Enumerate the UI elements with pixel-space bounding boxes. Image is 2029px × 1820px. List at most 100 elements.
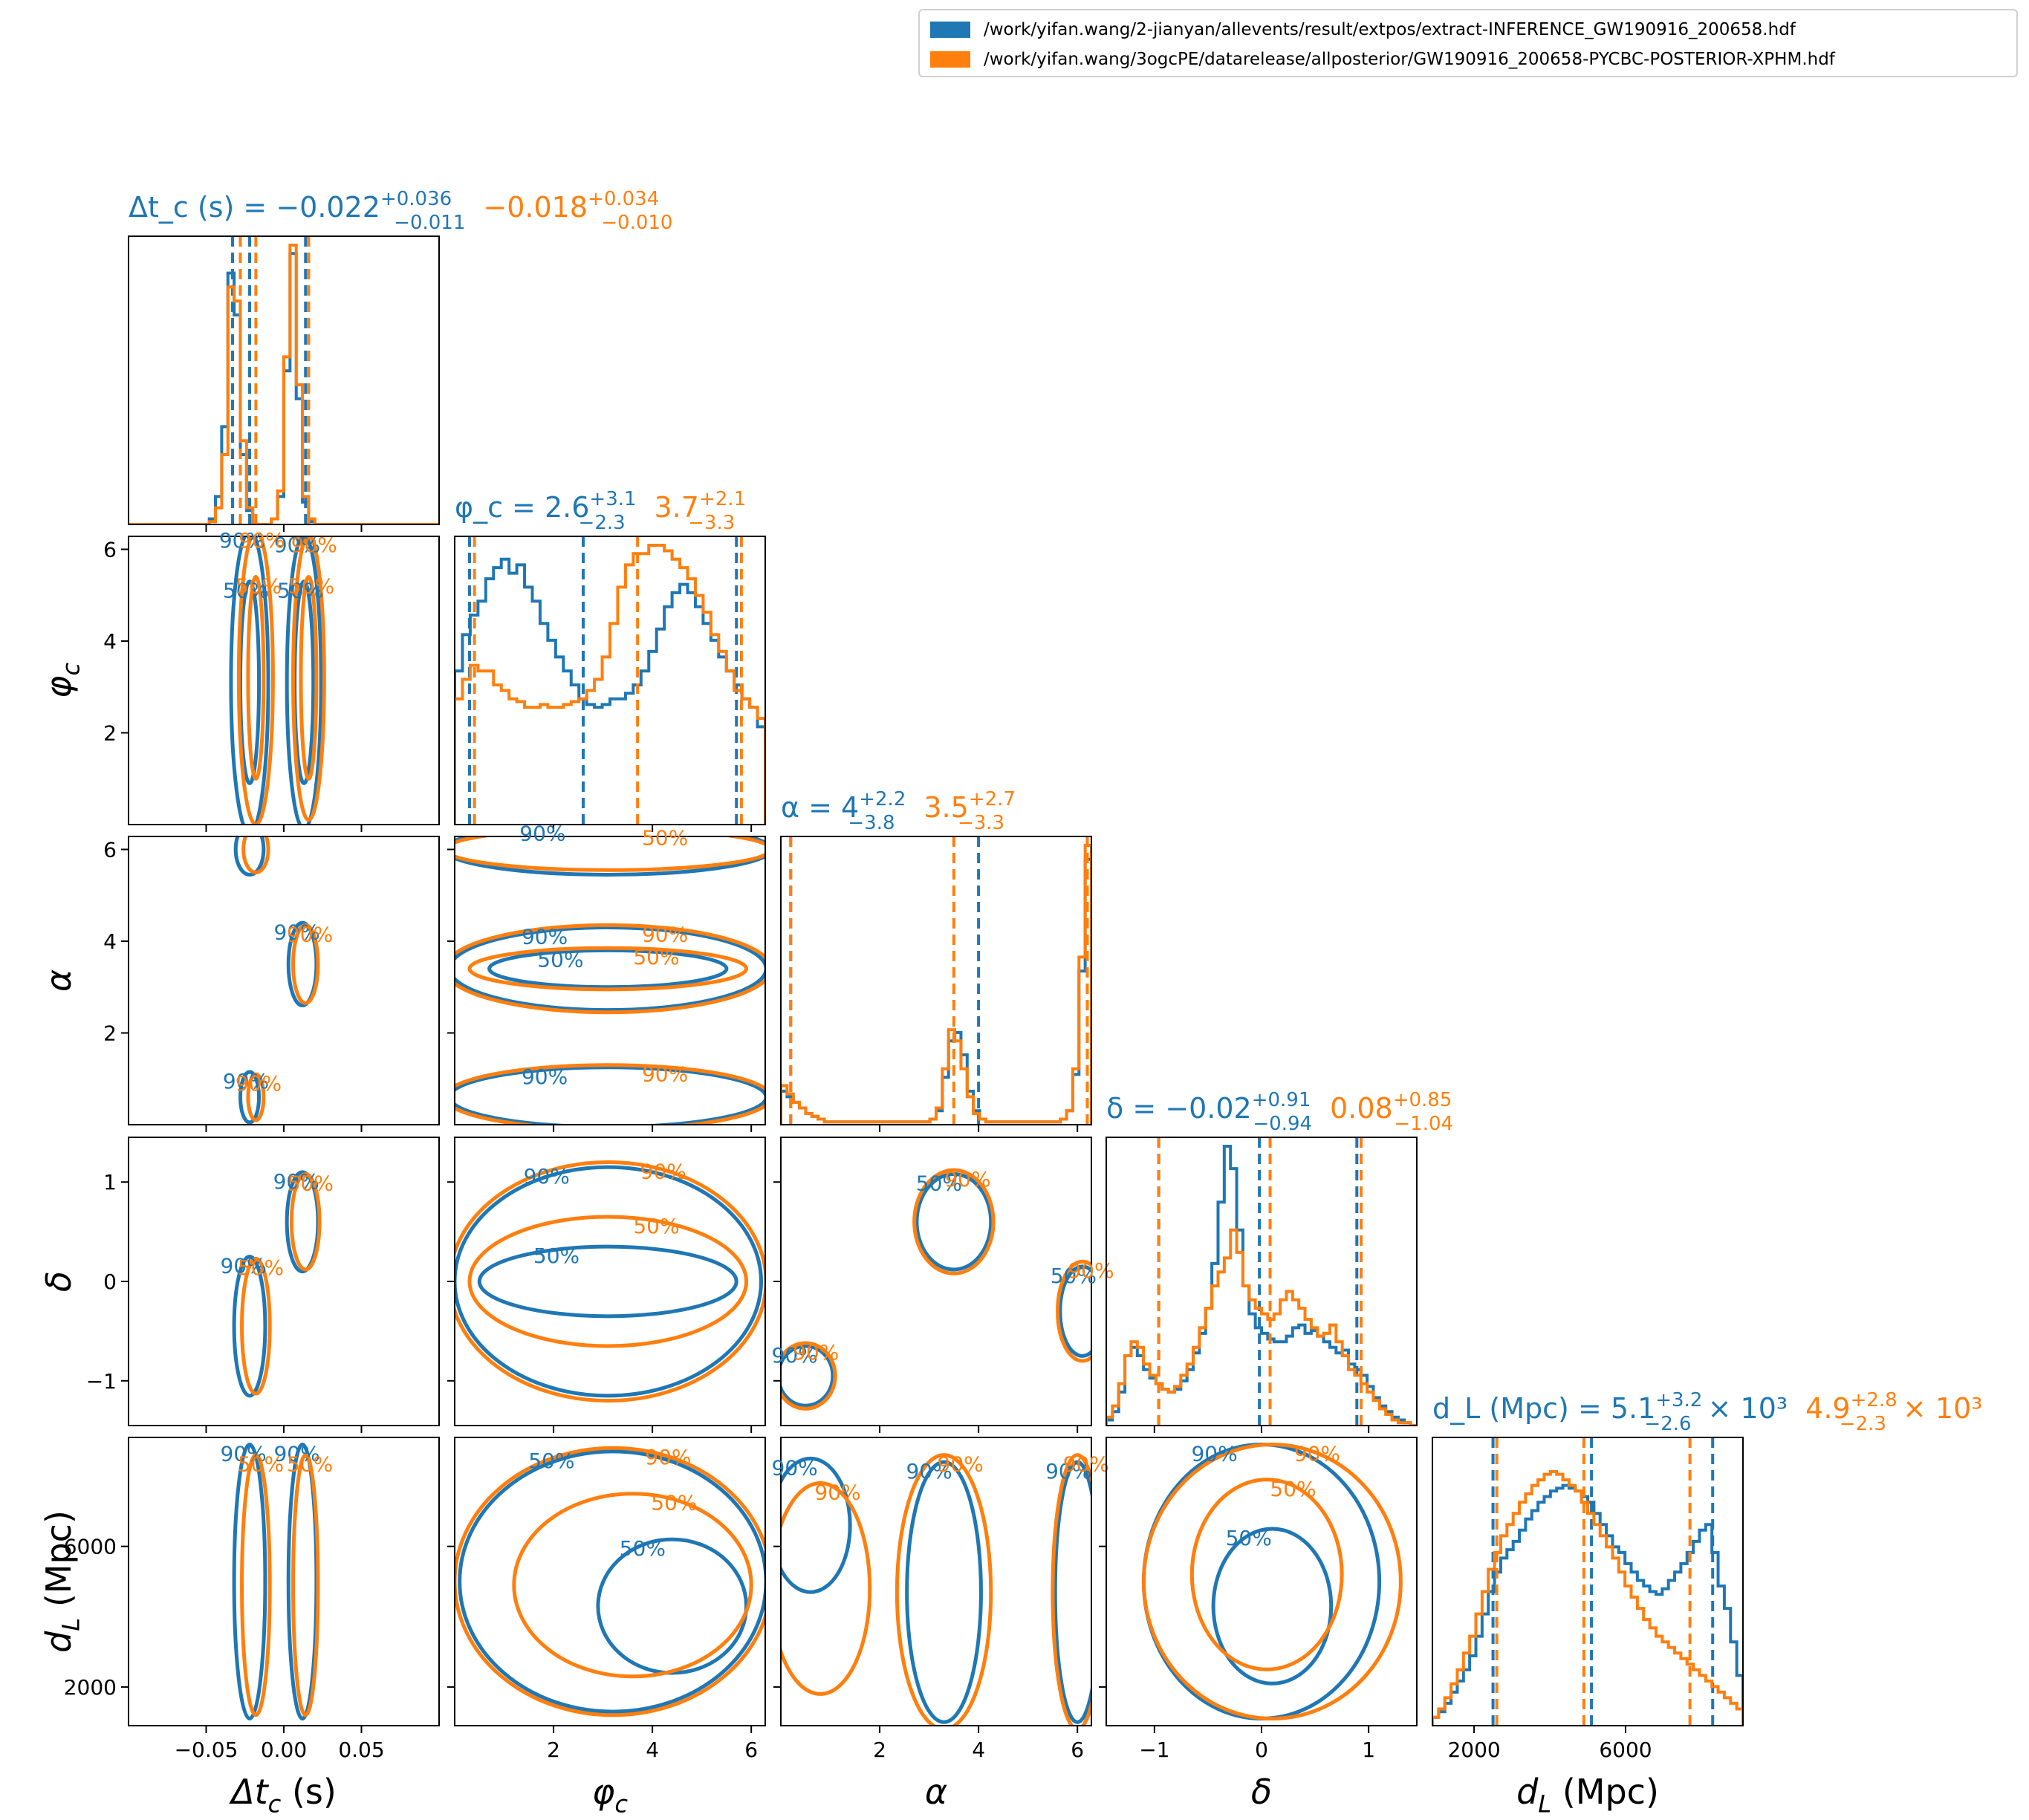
contour-label-blue: 50% [620, 1536, 666, 1561]
contour-orange [1189, 1478, 1344, 1671]
panel-content [455, 836, 765, 1125]
axes-frame [128, 1437, 440, 1726]
contour-label-orange: 50% [238, 1255, 284, 1280]
contour-orange [455, 923, 765, 1015]
legend-swatch-orange [930, 51, 970, 68]
axes-frame [128, 836, 440, 1125]
contour-label-orange: 90% [642, 1062, 688, 1087]
axes-frame [454, 1137, 766, 1426]
contour-orange [291, 536, 326, 822]
histogram-orange [1106, 1228, 1417, 1426]
axes-frame [780, 1437, 1092, 1726]
contour-label-orange: 90% [238, 528, 285, 553]
panel-alpha-vs-dtc [121, 836, 440, 1132]
title-orange-delta: 0.08+0.85−1.04 [1330, 1089, 1453, 1135]
panel-content [455, 536, 765, 825]
x-axis-label-dl: dL (Mpc) [1516, 1772, 1659, 1819]
title-orange-phic: 3.7+2.1−3.3 [655, 488, 747, 534]
contour-orange [781, 1481, 872, 1696]
contour-label-blue: 90% [519, 822, 565, 846]
contour-orange [467, 946, 749, 992]
contour-orange [1056, 1259, 1091, 1363]
histogram-blue [1106, 1145, 1417, 1426]
panel-content [455, 1446, 765, 1717]
contour-label-orange: 90% [944, 1167, 990, 1192]
panel-phic-vs-phic [454, 536, 766, 832]
contour-label-blue: 50% [1226, 1526, 1272, 1550]
contour-label-blue: 90% [1191, 1441, 1237, 1466]
contour-label-blue: 90% [274, 533, 320, 557]
contour-label-blue: 90% [522, 1065, 568, 1089]
panel-dl-vs-delta [1099, 1437, 1418, 1733]
contour-orange [291, 923, 320, 1005]
contour-label-blue: 90% [221, 1254, 267, 1278]
contour-label-orange: 90% [287, 922, 333, 946]
title-blue-alpha: α = 4+2.2−3.8 [781, 788, 906, 834]
x-tick-label: 0 [1255, 1738, 1268, 1762]
x-tick-label: −0.05 [175, 1738, 238, 1762]
contour-blue [229, 536, 270, 825]
contour-label-orange: 90% [236, 1071, 282, 1096]
x-axis-label-phic: φc [592, 1772, 628, 1819]
contour-label-blue: 90% [1045, 1459, 1091, 1483]
axes-frame [1432, 1437, 1744, 1726]
contour-label-orange: 90% [1063, 1452, 1109, 1477]
panel-content [1432, 1437, 1743, 1726]
contour-blue [458, 1449, 765, 1714]
contour-label-blue: 90% [524, 1164, 570, 1189]
contour-blue [232, 1442, 267, 1721]
x-axis-label-alpha: α [925, 1772, 947, 1812]
axes-frame [454, 836, 766, 1125]
title-blue-dtc: Δt_c (s) = −0.022+0.036−0.011 [129, 188, 465, 234]
contour-label-blue: 90% [273, 1441, 319, 1466]
contour-label-orange: 90% [1068, 1258, 1114, 1283]
title-orange-dl: 4.9+2.8−2.3 × 10³ [1805, 1389, 1982, 1435]
contour-label-orange: 90% [640, 1159, 686, 1183]
legend-entry-blue: /work/yifan.wang/2-jianyan/allevents/res… [930, 16, 1796, 43]
panel-alpha-vs-phic [447, 836, 766, 1132]
axes-frame [1106, 1137, 1418, 1426]
panel-content [781, 836, 1091, 1125]
contour-label-blue: 90% [772, 1455, 818, 1480]
x-tick-label: 0.05 [338, 1738, 384, 1762]
contour-orange [240, 1453, 272, 1717]
y-tick-label: 4 [103, 629, 117, 654]
contour-blue [232, 1255, 267, 1398]
contour-orange [299, 575, 319, 781]
x-tick-label: 4 [646, 1738, 659, 1762]
contour-label-orange: 50% [642, 826, 688, 851]
legend-swatch-blue [930, 22, 970, 38]
legend-label-blue: /work/yifan.wang/2-jianyan/allevents/res… [984, 20, 1796, 39]
histogram-blue [1432, 1483, 1743, 1726]
panel-dl-vs-dl [1432, 1437, 1744, 1733]
panel-alpha-vs-alpha [780, 836, 1092, 1132]
legend-entry-orange: /work/yifan.wang/3ogcPE/datarelease/allp… [930, 46, 1835, 73]
axes-frame [454, 1437, 766, 1726]
contour-label-orange: 90% [645, 1445, 691, 1469]
contour-orange [455, 1446, 765, 1717]
x-tick-label: −1 [1139, 1738, 1169, 1762]
panel-delta-vs-phic [447, 1137, 766, 1433]
panel-content [1141, 1442, 1403, 1721]
panel-content [781, 1168, 1091, 1411]
contour-label-orange: 90% [938, 1452, 984, 1477]
contour-label-orange: 50% [287, 1452, 333, 1477]
x-axis-label-dtc: Δtc (s) [229, 1772, 337, 1819]
contour-blue [285, 536, 323, 825]
y-axis-label-alpha: α [39, 969, 79, 992]
contour-label-blue: 90% [273, 920, 319, 944]
title-orange-alpha: 3.5+2.7−3.3 [923, 788, 1016, 834]
x-tick-label: 6 [744, 1738, 758, 1762]
panel-content [1106, 1137, 1417, 1426]
title-phic: φ_c = 2.6+3.1−2.3 3.7+2.1−3.3 [455, 488, 746, 534]
contour-orange [512, 1492, 753, 1679]
contour-orange [289, 1172, 322, 1272]
contour-label-orange: 50% [238, 1452, 284, 1477]
contour-orange [241, 836, 270, 874]
contour-orange [1051, 1453, 1091, 1726]
contour-blue [1058, 1264, 1091, 1358]
x-tick-label: 0.00 [261, 1738, 307, 1762]
title-blue-phic: φ_c = 2.6+3.1−2.3 [455, 488, 637, 534]
contour-blue [455, 925, 765, 1013]
